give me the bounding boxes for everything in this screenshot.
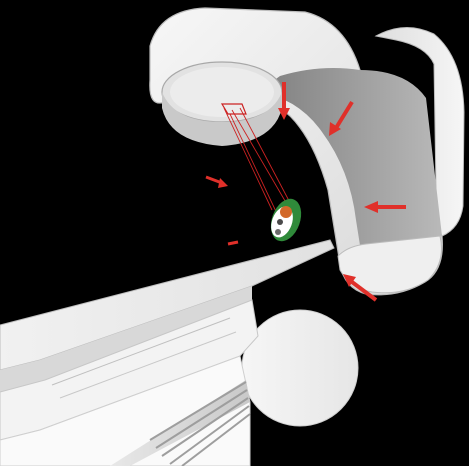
beam-direction-arrow-icon [278,82,290,120]
couch-edge [0,286,252,392]
beam-direction-arrow-icon [343,274,378,302]
collimator-side [162,92,282,146]
beam-direction-arrow-icon [205,175,228,188]
gantry-icon[interactable] [149,7,465,296]
beam-direction-arrow-icon [227,240,239,246]
couch-base-icon [241,309,359,427]
treatment-couch-icon[interactable] [0,239,335,466]
beam-direction-arrows [205,82,406,302]
target-volume-icon[interactable] [265,195,306,246]
beam-direction-arrow-icon [329,100,354,136]
couch-ribs [110,380,251,466]
collimator-face [170,67,274,117]
gantry-inner-face [258,68,442,258]
beam-direction-arrow-icon [364,201,406,213]
beam-line-icon [220,103,297,221]
gantry-stand [374,27,465,239]
